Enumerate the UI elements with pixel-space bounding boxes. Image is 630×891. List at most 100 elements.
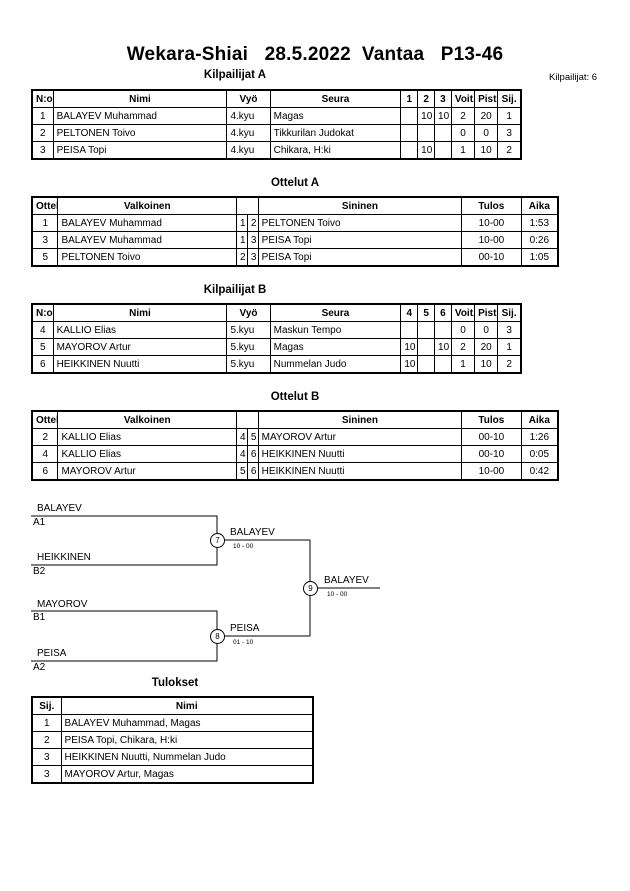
pool-a-table: N:o Nimi Vyö Seura 1 2 3 Voit. Pist. Sij… (31, 89, 522, 160)
cell: BALAYEV Muhammad, Magas (60, 714, 314, 732)
cell: MAYOROV Artur (57, 462, 238, 481)
cell: HEIKKINEN Nuutti (257, 462, 463, 481)
matches-b-table: Ottelu Valkoinen Sininen Tulos Aika 2 KA… (31, 410, 559, 481)
table-row: 4 KALLIO Elias 4 6 HEIKKINEN Nuutti 00-1… (31, 445, 559, 463)
cell: Nummelan Judo (269, 355, 402, 374)
cell: 2 (497, 355, 522, 374)
semi-1-score: 10 - 00 (233, 543, 254, 550)
results-heading: Tulokset (151, 677, 199, 689)
cell: 10-00 (461, 231, 522, 249)
match-number-8: 8 (210, 629, 225, 644)
cell: 4.kyu (226, 141, 271, 160)
cell: PEISA Topi (257, 248, 463, 267)
cell: 1 (497, 338, 522, 356)
semi-1-winner: BALAYEV (230, 527, 275, 538)
cell: HEIKKINEN Nuutti (257, 445, 463, 463)
cell: PELTONEN Toivo (57, 248, 238, 267)
cell: PEISA Topi (52, 141, 228, 160)
final-score: 10 - 00 (327, 591, 348, 598)
cell: Tikkurilan Judokat (269, 124, 402, 142)
results-header-row: Sij. Nimi (31, 696, 314, 715)
cell: 10 (400, 338, 419, 356)
table-row: 1 BALAYEV Muhammad 4.kyu Magas 10 10 2 2… (31, 107, 522, 125)
pool-a-header-row: N:o Nimi Vyö Seura 1 2 3 Voit. Pist. Sij… (31, 89, 522, 108)
cell: HEIKKINEN Nuutti (52, 355, 228, 374)
cell: 2 (497, 141, 522, 160)
bracket-entry-3: MAYOROV (37, 599, 88, 610)
results-table: Sij. Nimi 1 BALAYEV Muhammad, Magas 2 PE… (31, 696, 314, 784)
cell: Chikara, H:ki (269, 141, 402, 160)
cell: 4.kyu (226, 124, 271, 142)
match-number-7: 7 (210, 533, 225, 548)
cell: 1 (450, 141, 476, 160)
cell: 0:26 (520, 231, 559, 249)
cell: 1:05 (520, 248, 559, 267)
bracket-seed-3: B1 (33, 612, 46, 623)
cell: 0:42 (520, 462, 559, 481)
bracket-seed-1: A1 (33, 517, 46, 528)
cell: 0:05 (520, 445, 559, 463)
pool-b-heading: Kilpailijat B (203, 284, 267, 296)
table-row: 2 PELTONEN Toivo 4.kyu Tikkurilan Judoka… (31, 124, 522, 142)
cell: 1 (31, 107, 54, 125)
matches-a-header-row: Ottelu Valkoinen Sininen Tulos Aika (31, 196, 559, 215)
pool-a-heading: Kilpailijat A (203, 69, 267, 81)
bracket-entry-2: HEIKKINEN (37, 552, 91, 563)
pool-b-header-row: N:o Nimi Vyö Seura 4 5 6 Voit. Pist. Sij… (31, 303, 522, 322)
table-row: 1 BALAYEV Muhammad 1 2 PELTONEN Toivo 10… (31, 214, 559, 232)
cell: 2 (450, 338, 476, 356)
cell: 5.kyu (226, 355, 271, 374)
cell: 5 (31, 338, 54, 356)
cell: HEIKKINEN Nuutti, Nummelan Judo (60, 748, 314, 766)
results-col-name: Nimi (60, 696, 314, 715)
cell: 3 (497, 124, 522, 142)
pool-b-col-rank: Sij. (497, 303, 522, 322)
final-winner: BALAYEV (324, 575, 369, 586)
matches-a-heading: Ottelut A (270, 177, 320, 189)
table-row: 5 PELTONEN Toivo 2 3 PEISA Topi 00-10 1:… (31, 248, 559, 267)
cell: PEISA Topi, Chikara, H:ki (60, 731, 314, 749)
cell: 5.kyu (226, 338, 271, 356)
page-title: Wekara-Shiai 28.5.2022 Vantaa P13-46 (126, 44, 504, 65)
table-row: 4 KALLIO Elias 5.kyu Maskun Tempo 0 0 3 (31, 321, 522, 339)
table-row: 6 HEIKKINEN Nuutti 5.kyu Nummelan Judo 1… (31, 355, 522, 374)
table-row: 3 MAYOROV Artur, Magas (31, 765, 314, 784)
matches-b-header-row: Ottelu Valkoinen Sininen Tulos Aika (31, 410, 559, 429)
cell: 0 (450, 124, 476, 142)
cell: 2 (31, 124, 54, 142)
pool-a-col-wins: Voit. (450, 89, 476, 108)
cell: 1 (31, 714, 62, 732)
semi-2-score: 01 - 10 (233, 639, 254, 646)
bracket-entry-1: BALAYEV (37, 503, 82, 514)
bracket-seed-4: A2 (33, 662, 46, 673)
matches-b-col-match: Ottelu (31, 410, 59, 429)
semi-2-winner: PEISA (230, 623, 260, 634)
cell: 5 (31, 248, 59, 267)
table-row: 3 PEISA Topi 4.kyu Chikara, H:ki 10 1 10… (31, 141, 522, 160)
cell: 10 (474, 141, 499, 160)
cell: 3 (31, 748, 62, 766)
table-row: 2 PEISA Topi, Chikara, H:ki (31, 731, 314, 749)
results-col-rank: Sij. (31, 696, 62, 715)
table-row: 5 MAYOROV Artur 5.kyu Magas 10 10 2 20 1 (31, 338, 522, 356)
cell: KALLIO Elias (57, 445, 238, 463)
cell (400, 107, 419, 125)
cell: 6 (31, 355, 54, 374)
pool-b-table: N:o Nimi Vyö Seura 4 5 6 Voit. Pist. Sij… (31, 303, 522, 374)
table-row: 6 MAYOROV Artur 5 6 HEIKKINEN Nuutti 10-… (31, 462, 559, 481)
cell: 2 (31, 731, 62, 749)
matches-b-heading: Ottelut B (270, 391, 320, 403)
cell: MAYOROV Artur, Magas (60, 765, 314, 784)
cell: 10 (417, 141, 436, 160)
bracket-entry-4: PEISA (37, 648, 67, 659)
matches-a-table: Ottelu Valkoinen Sininen Tulos Aika 1 BA… (31, 196, 559, 267)
cell: MAYOROV Artur (52, 338, 228, 356)
bracket-seed-2: B2 (33, 566, 46, 577)
match-number-9: 9 (303, 581, 318, 596)
cell: 10-00 (461, 462, 522, 481)
cell: BALAYEV Muhammad (57, 231, 238, 249)
table-row: 3 HEIKKINEN Nuutti, Nummelan Judo (31, 748, 314, 766)
cell: 4 (31, 445, 59, 463)
cell: Magas (269, 338, 402, 356)
competitor-count: Kilpailijat: 6 (549, 72, 598, 83)
